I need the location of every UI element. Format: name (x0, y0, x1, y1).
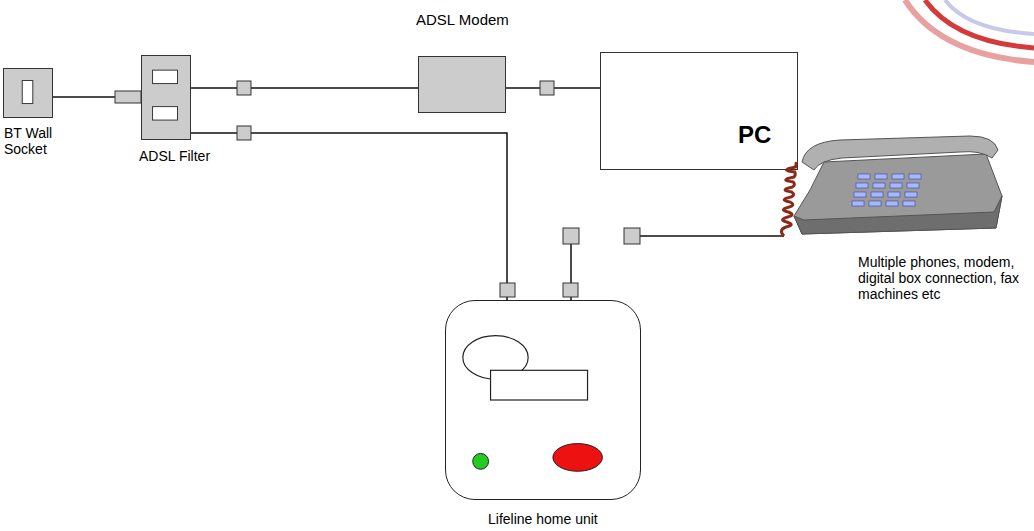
plug-end (563, 228, 579, 244)
phone-key (856, 183, 868, 188)
wall-socket-drawing (4, 69, 52, 117)
adsl-modem: ADSL Modem (418, 56, 506, 113)
watermark-arc (905, 0, 1034, 62)
node-label: Multiple phones, modem, digital box conn… (858, 254, 1028, 302)
phone-key (869, 201, 881, 206)
display (491, 370, 588, 400)
phone-key (903, 201, 915, 206)
telephone-drawing (780, 132, 1004, 246)
phone-base (794, 196, 1002, 234)
node-label: BT Wall Socket (4, 125, 66, 157)
phone-key (888, 192, 900, 197)
plug-stub (115, 91, 141, 103)
adsl-filter-drawing (142, 56, 190, 139)
plug-end (563, 283, 578, 297)
phone-key (871, 192, 883, 197)
plug-end (540, 81, 554, 95)
watermark-arc (925, 0, 1034, 48)
red-button (553, 444, 602, 472)
node-label: ADSL Modem (416, 11, 509, 28)
cable (571, 236, 784, 300)
phone-key (909, 174, 921, 179)
phone-key (890, 183, 902, 188)
cable (191, 133, 507, 300)
socket-slot (22, 81, 33, 104)
phone-key (886, 201, 898, 206)
node-label: PC (738, 121, 771, 149)
plug-end (500, 283, 515, 297)
phone-cord (781, 162, 796, 236)
lifeline-unit-drawing (446, 301, 640, 499)
watermark-arc (945, 0, 1034, 34)
lifeline-unit: Lifeline home unit (445, 300, 641, 500)
node-label: Lifeline home unit (488, 511, 598, 527)
phone-key (907, 183, 919, 188)
cable (191, 87, 418, 89)
phone-key (892, 174, 904, 179)
phone-key (854, 192, 866, 197)
filter-port (153, 107, 178, 120)
pc-box: PC (600, 52, 798, 170)
phone-key (875, 174, 887, 179)
phone-body (794, 154, 1002, 234)
adsl-filter: ADSL Filter (141, 55, 191, 140)
phone-key (852, 201, 864, 206)
telephone: Multiple phones, modem, digital box conn… (780, 132, 1004, 246)
filter-port (153, 70, 178, 83)
plug-end (237, 81, 251, 95)
green-light (473, 453, 489, 469)
phone-key (905, 192, 917, 197)
phone-handset (802, 136, 998, 170)
phone-key (873, 183, 885, 188)
plug-end (624, 228, 640, 244)
plug-end (237, 126, 251, 140)
phone-key (858, 174, 870, 179)
node-label: ADSL Filter (139, 148, 210, 164)
wall-socket: BT Wall Socket (3, 68, 53, 118)
